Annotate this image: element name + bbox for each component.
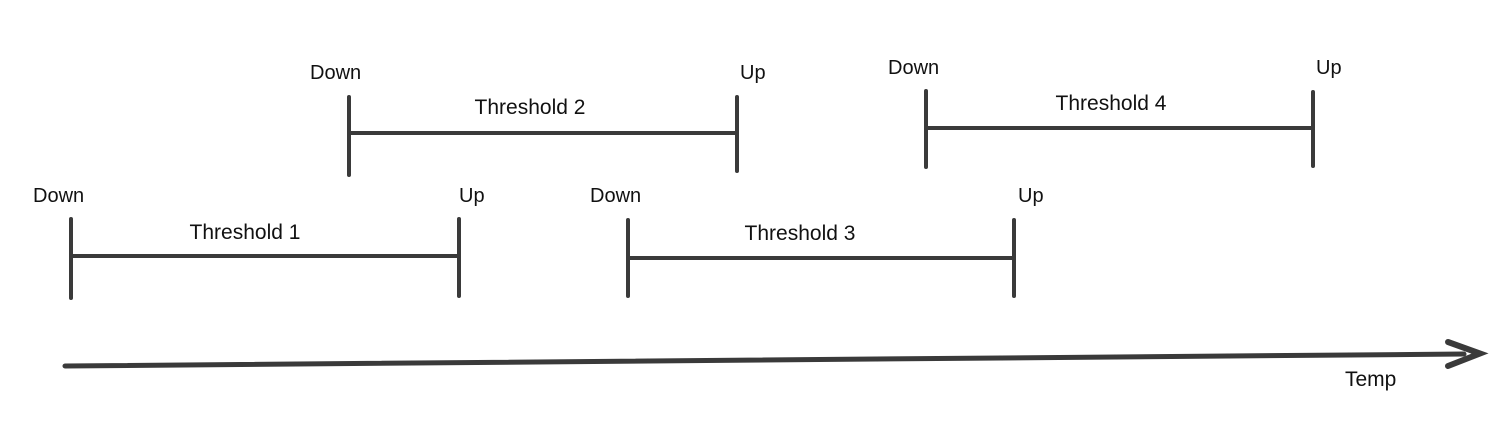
threshold-3-segment-line [628, 256, 1016, 260]
threshold-2-up-label: Up [740, 62, 766, 84]
threshold-1-up-label: Up [459, 185, 485, 207]
threshold-3-up-tick [1012, 218, 1016, 298]
arrowhead-icon [1445, 339, 1489, 369]
threshold-4-segment-line [926, 126, 1315, 130]
threshold-1-up-tick [457, 217, 461, 298]
threshold-2-down-label: Down [310, 62, 362, 84]
threshold-2-name: Threshold 2 [474, 96, 586, 119]
temp-axis-label: Temp [1345, 368, 1397, 391]
threshold-4-down-label: Down [888, 57, 940, 79]
threshold-3-name: Threshold 3 [744, 222, 856, 245]
threshold-2-segment-line [349, 131, 739, 135]
threshold-1-segment-line [71, 254, 461, 258]
threshold-2-down-tick [347, 95, 351, 177]
threshold-3-down-label: Down [590, 185, 642, 207]
threshold-1-down-label: Down [33, 185, 85, 207]
temp-axis-arrow [62, 339, 1489, 369]
threshold-1-name: Threshold 1 [189, 221, 301, 244]
threshold-4-up-label: Up [1316, 57, 1342, 79]
threshold-3-up-label: Up [1018, 185, 1044, 207]
temp-axis-line [62, 351, 1467, 369]
threshold-4-name: Threshold 4 [1055, 92, 1167, 115]
threshold-2-up-tick [735, 95, 739, 173]
threshold-1-down-tick [69, 217, 73, 300]
threshold-4-up-tick [1311, 90, 1315, 168]
